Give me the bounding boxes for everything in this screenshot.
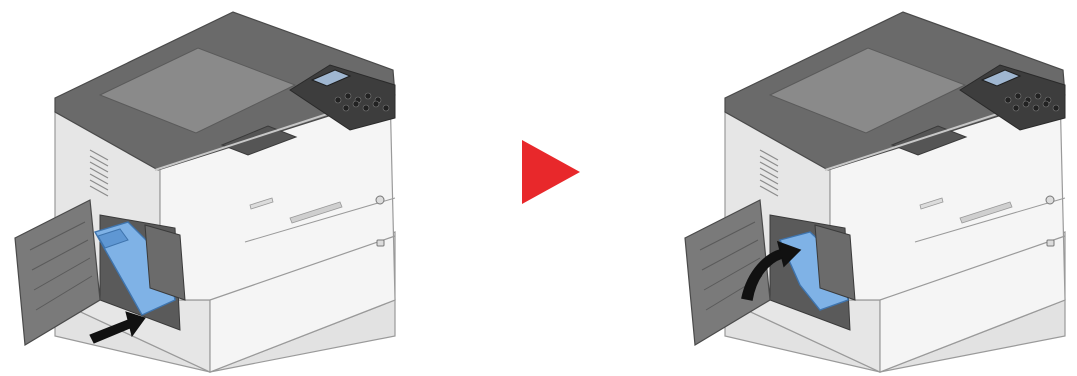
toner-housing [145, 225, 185, 300]
power-button [1046, 196, 1054, 204]
next-step-triangle-icon [522, 140, 580, 204]
toner-housing [815, 225, 855, 300]
usb-port [377, 240, 384, 246]
printer-step-1 [15, 12, 395, 372]
printer-step-2 [685, 12, 1065, 372]
usb-port [1047, 240, 1054, 246]
power-button [376, 196, 384, 204]
